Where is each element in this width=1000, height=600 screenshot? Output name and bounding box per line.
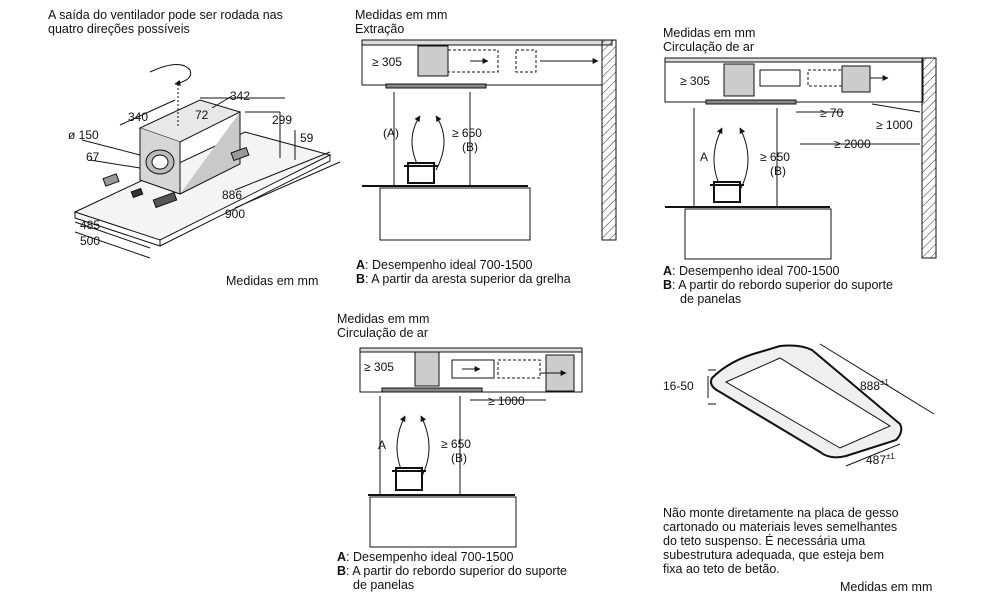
panel5-note-line2: cartonado ou materiais leves semelhantes: [663, 520, 898, 534]
panel2-dim-305: ≥ 305: [372, 55, 402, 69]
panel1-units: Medidas em mm: [226, 274, 319, 288]
panel2-mode: Extração: [355, 22, 405, 36]
dim-500: 500: [80, 234, 101, 248]
dim-67: 67: [86, 150, 100, 164]
dim-72: 72: [195, 108, 209, 122]
dim-886: 886: [222, 188, 243, 202]
panel1-caption-line1: A saída do ventilador pode ser rodada na…: [48, 8, 283, 22]
panel4-title: Medidas em mm: [337, 312, 430, 326]
dim-diameter-150: ø 150: [68, 128, 99, 142]
dim-299: 299: [272, 113, 293, 127]
panel3-dim-650: ≥ 650: [760, 150, 790, 164]
hood-isometric-drawing: [73, 64, 341, 259]
panel3-legend-b: B: A partir do rebordo superior do supor…: [663, 278, 893, 292]
panel3-legend-a: A: Desempenho ideal 700-1500: [663, 264, 840, 278]
panel5-note-line1: Não monte diretamente na placa de gesso: [663, 506, 899, 520]
dim-342: 342: [230, 89, 251, 103]
panel4-dim-305: ≥ 305: [364, 360, 394, 374]
panel4-legend-a: A: Desempenho ideal 700-1500: [337, 550, 514, 564]
panel2-dim-650: ≥ 650: [452, 126, 482, 140]
panel3-dim-305: ≥ 305: [680, 74, 710, 88]
dim-59: 59: [300, 131, 314, 145]
panel4-dim-1000: ≥ 1000: [488, 394, 525, 408]
panel5-note-line3: do teto suspenso. É necessária uma: [663, 534, 866, 548]
panel2-label-a: (A): [383, 126, 399, 140]
panel2-legend-b: B: A partir da aresta superior da grelha: [356, 272, 571, 286]
panel3-legend-b-line2: de panelas: [680, 292, 742, 306]
panel4-legend-b: B: A partir do rebordo superior do supor…: [337, 564, 567, 578]
panel4-label-b: (B): [451, 451, 467, 465]
panel5-dim-width: 487±1: [866, 452, 895, 467]
panel4-legend-b-line2: de panelas: [353, 578, 415, 592]
panel3-dim-70: ≥ 70: [820, 106, 844, 120]
panel5-dim-thickness: 16-50: [663, 379, 694, 393]
panel3-label-a: A: [700, 150, 709, 164]
dim-485: 485: [80, 218, 101, 232]
panel3-label-b: (B): [770, 164, 786, 178]
panel3-title: Medidas em mm: [663, 26, 756, 40]
panel5-note-line5: fixa ao teto de betão.: [663, 562, 780, 576]
panel3-dim-2000: ≥ 2000: [834, 137, 871, 151]
panel3-mode: Circulação de ar: [663, 40, 755, 54]
recirculation-wall-view: [664, 57, 937, 260]
panel2-legend-a: A: Desempenho ideal 700-1500: [356, 258, 533, 272]
panel5-units: Medidas em mm: [840, 580, 933, 594]
panel5-dim-length: 888±1: [860, 378, 889, 393]
extraction-side-view: [361, 39, 617, 241]
panel4-label-a: A: [378, 438, 387, 452]
dim-900: 900: [225, 207, 246, 221]
panel1-caption-line2: quatro direções possíveis: [48, 22, 190, 36]
ceiling-cutout-drawing: [707, 343, 935, 467]
recirculation-ceiling-view: [359, 347, 583, 548]
dim-340: 340: [128, 110, 149, 124]
panel4-mode: Circulação de ar: [337, 326, 429, 340]
panel3-dim-1000: ≥ 1000: [876, 118, 913, 132]
panel4-dim-650: ≥ 650: [441, 437, 471, 451]
panel2-label-b: (B): [462, 140, 478, 154]
panel5-note-line4: subestrutura adequada, que esteja bem: [663, 548, 884, 562]
panel2-title: Medidas em mm: [355, 8, 448, 22]
